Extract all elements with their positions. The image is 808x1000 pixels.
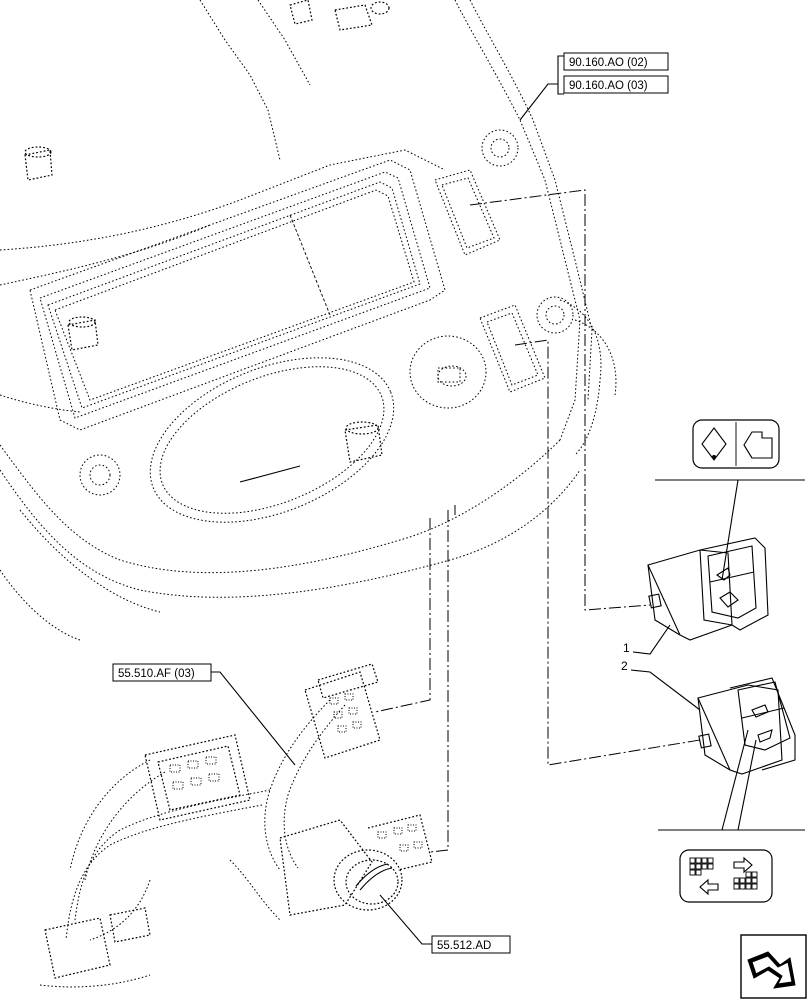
- rotary-switch: [279, 814, 433, 916]
- rocker-switch-2: [697, 677, 796, 775]
- svg-text:55.510.AF (03): 55.510.AF (03): [118, 668, 195, 680]
- svg-text:90.160.AO (02): 90.160.AO (02): [569, 57, 648, 69]
- pto-direction-symbol-icon: [679, 849, 773, 903]
- rocker-switch-1: [647, 537, 769, 641]
- callout-55510-leader: [211, 671, 296, 766]
- connector-block: [39, 907, 151, 988]
- item-1-label: 1: [623, 624, 671, 655]
- svg-text:90.160.AO (03): 90.160.AO (03): [569, 80, 648, 92]
- diff-lock-symbol-icon: [692, 419, 780, 469]
- screw-boss: [536, 296, 574, 334]
- svg-text:55.512.AD: 55.512.AD: [437, 940, 491, 952]
- callout-55512-leader: [379, 894, 432, 945]
- svg-text:2: 2: [621, 659, 628, 673]
- callout-90160-02[interactable]: 90.160.AO (02): [563, 52, 669, 71]
- svg-text:1: 1: [623, 641, 630, 655]
- screw-boss: [481, 129, 519, 167]
- screw-boss: [79, 454, 121, 496]
- connector-cluster: [144, 734, 251, 821]
- wiring-harness: [39, 663, 433, 988]
- leader-lines: [374, 189, 701, 853]
- callout-55510[interactable]: 55.510.AF (03): [112, 663, 212, 682]
- connector-block: [304, 663, 381, 759]
- rocker-1-pointer: [721, 479, 739, 581]
- callout-90160-03[interactable]: 90.160.AO (03): [563, 75, 669, 94]
- rocker-2-pointer-b: [737, 739, 757, 831]
- callout-55512[interactable]: 55.512.AD: [431, 935, 511, 954]
- dashboard-panel: [0, 0, 617, 641]
- next-page-arrow-icon[interactable]: [740, 934, 807, 999]
- rocker-2-pointer-a: [721, 729, 749, 831]
- item-2-label: 2: [621, 659, 701, 711]
- callout-bracket: [519, 55, 564, 121]
